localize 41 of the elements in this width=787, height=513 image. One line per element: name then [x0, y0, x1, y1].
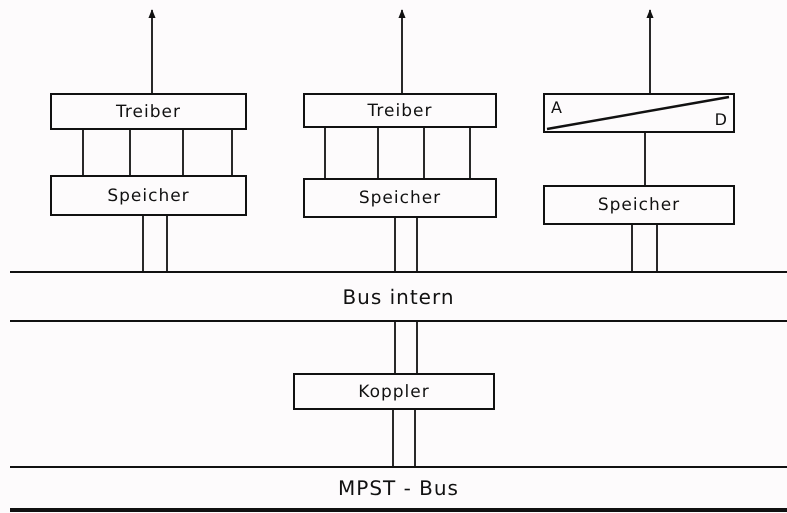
connector-line: [644, 133, 646, 185]
connector-line: [414, 410, 416, 466]
block-label: Speicher: [598, 195, 680, 215]
bus-label: MPST - Bus: [338, 476, 459, 500]
connector-line: [231, 130, 233, 175]
connector-line: [398, 9, 406, 93]
connector-line: [82, 130, 84, 175]
connector-line: [142, 216, 144, 271]
converter-label: D: [714, 110, 727, 129]
block-box: [293, 373, 495, 410]
connector-line: [416, 322, 418, 373]
connector-line: [324, 128, 326, 178]
connector-line: [129, 130, 131, 175]
block-box: [543, 185, 735, 225]
block-box: [50, 175, 247, 216]
block-label: Speicher: [358, 188, 442, 208]
converter-box: [543, 93, 735, 133]
block-box: [303, 93, 497, 128]
connector-line: [166, 216, 168, 271]
connector-line: [182, 130, 184, 175]
block-box: [50, 93, 247, 130]
block-box: [303, 178, 497, 218]
connector-line: [148, 9, 156, 93]
block-label: Koppler: [358, 382, 430, 402]
connector-line: [469, 128, 471, 178]
connector-line: [394, 218, 396, 271]
connector-line: [416, 218, 418, 271]
bus-band: [10, 466, 787, 512]
block-label: Treiber: [116, 102, 181, 122]
bus-band: [10, 271, 787, 322]
block-label: Speicher: [107, 186, 190, 206]
connector-line: [646, 9, 654, 93]
connector-line: [392, 410, 394, 466]
connector-line: [394, 322, 396, 373]
connector-line: [377, 128, 379, 178]
converter-label: A: [551, 98, 562, 117]
connector-line: [656, 225, 658, 271]
bus-label: Bus intern: [342, 284, 455, 308]
block-label: Treiber: [368, 100, 432, 120]
connector-line: [631, 225, 633, 271]
connector-line: [423, 128, 425, 178]
